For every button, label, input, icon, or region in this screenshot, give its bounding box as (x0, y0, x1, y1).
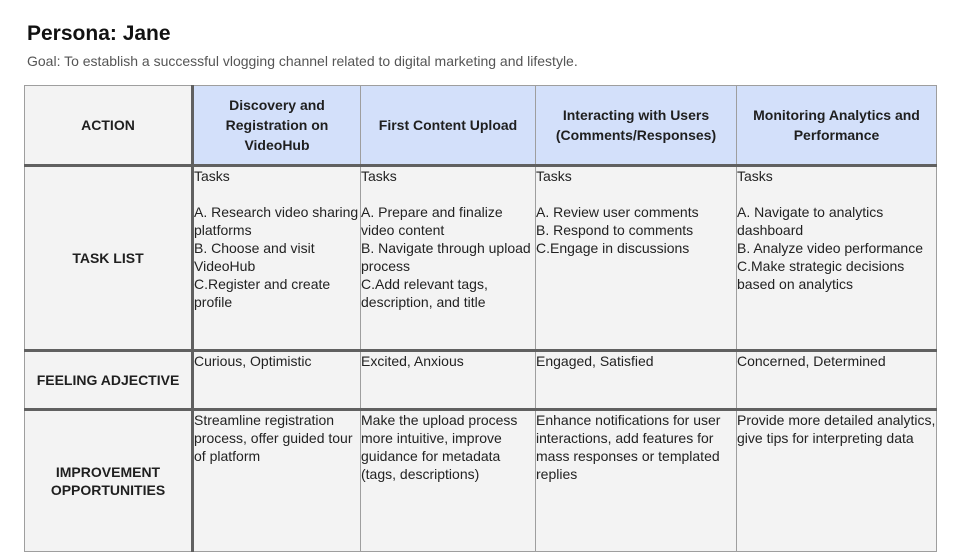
task-item: B. Analyze video performance (737, 240, 923, 256)
column-header-first-upload: First Content Upload (360, 85, 536, 167)
task-item: C.Add relevant tags, description, and ti… (361, 276, 488, 310)
improvement-cell-first-upload: Make the upload process more intuitive, … (360, 409, 536, 552)
task-heading: Tasks (194, 168, 230, 184)
action-header: ACTION (24, 85, 194, 167)
task-item: B. Respond to comments (536, 222, 694, 238)
improvement-label: IMPROVEMENT OPPORTUNITIES (24, 409, 194, 552)
task-heading: Tasks (361, 168, 397, 184)
persona-goal: Goal: To establish a successful vlogging… (27, 53, 578, 69)
feeling-cell-discovery: Curious, Optimistic (192, 350, 361, 411)
task-item: A. Review user comments (536, 204, 699, 220)
feeling-row: FEELING ADJECTIVE Curious, Optimistic Ex… (24, 350, 937, 411)
feeling-label: FEELING ADJECTIVE (24, 350, 194, 411)
persona-title: Persona: Jane (27, 22, 171, 45)
task-item: A. Navigate to analytics dashboard (737, 204, 884, 238)
task-cell-first-upload: Tasks A. Prepare and finalize video cont… (360, 165, 536, 352)
task-list-label: TASK LIST (24, 165, 194, 352)
task-cell-analytics: Tasks A. Navigate to analytics dashboard… (736, 165, 937, 352)
task-cell-discovery: Tasks A. Research video sharing platform… (192, 165, 361, 352)
improvement-cell-interacting: Enhance notifications for user interacti… (535, 409, 737, 552)
improvement-cell-discovery: Streamline registration process, offer g… (192, 409, 361, 552)
feeling-cell-analytics: Concerned, Determined (736, 350, 937, 411)
task-item: B. Navigate through upload process (361, 240, 531, 274)
feeling-cell-first-upload: Excited, Anxious (360, 350, 536, 411)
column-header-analytics: Monitoring Analytics and Performance (736, 85, 937, 167)
task-cell-interacting: Tasks A. Review user comments B. Respond… (535, 165, 737, 352)
improvement-cell-analytics: Provide more detailed analytics, give ti… (736, 409, 937, 552)
task-heading: Tasks (536, 168, 572, 184)
task-item: A. Prepare and finalize video content (361, 204, 503, 238)
task-item: A. Research video sharing platforms (194, 204, 359, 238)
column-header-discovery: Discovery and Registration on VideoHub (192, 85, 361, 167)
journey-map-table: ACTION Discovery and Registration on Vid… (24, 85, 937, 552)
improvement-row: IMPROVEMENT OPPORTUNITIES Streamline reg… (24, 409, 937, 552)
task-item: C.Register and create profile (194, 276, 331, 310)
feeling-cell-interacting: Engaged, Satisfied (535, 350, 737, 411)
task-heading: Tasks (737, 168, 773, 184)
task-item: C.Engage in discussions (536, 240, 690, 256)
column-header-interacting: Interacting with Users (Comments/Respons… (535, 85, 737, 167)
task-item: C.Make strategic decisions based on anal… (737, 258, 905, 292)
task-list-row: TASK LIST Tasks A. Research video sharin… (24, 165, 937, 352)
task-item: B. Choose and visit VideoHub (194, 240, 315, 274)
header-row: ACTION Discovery and Registration on Vid… (24, 85, 937, 167)
